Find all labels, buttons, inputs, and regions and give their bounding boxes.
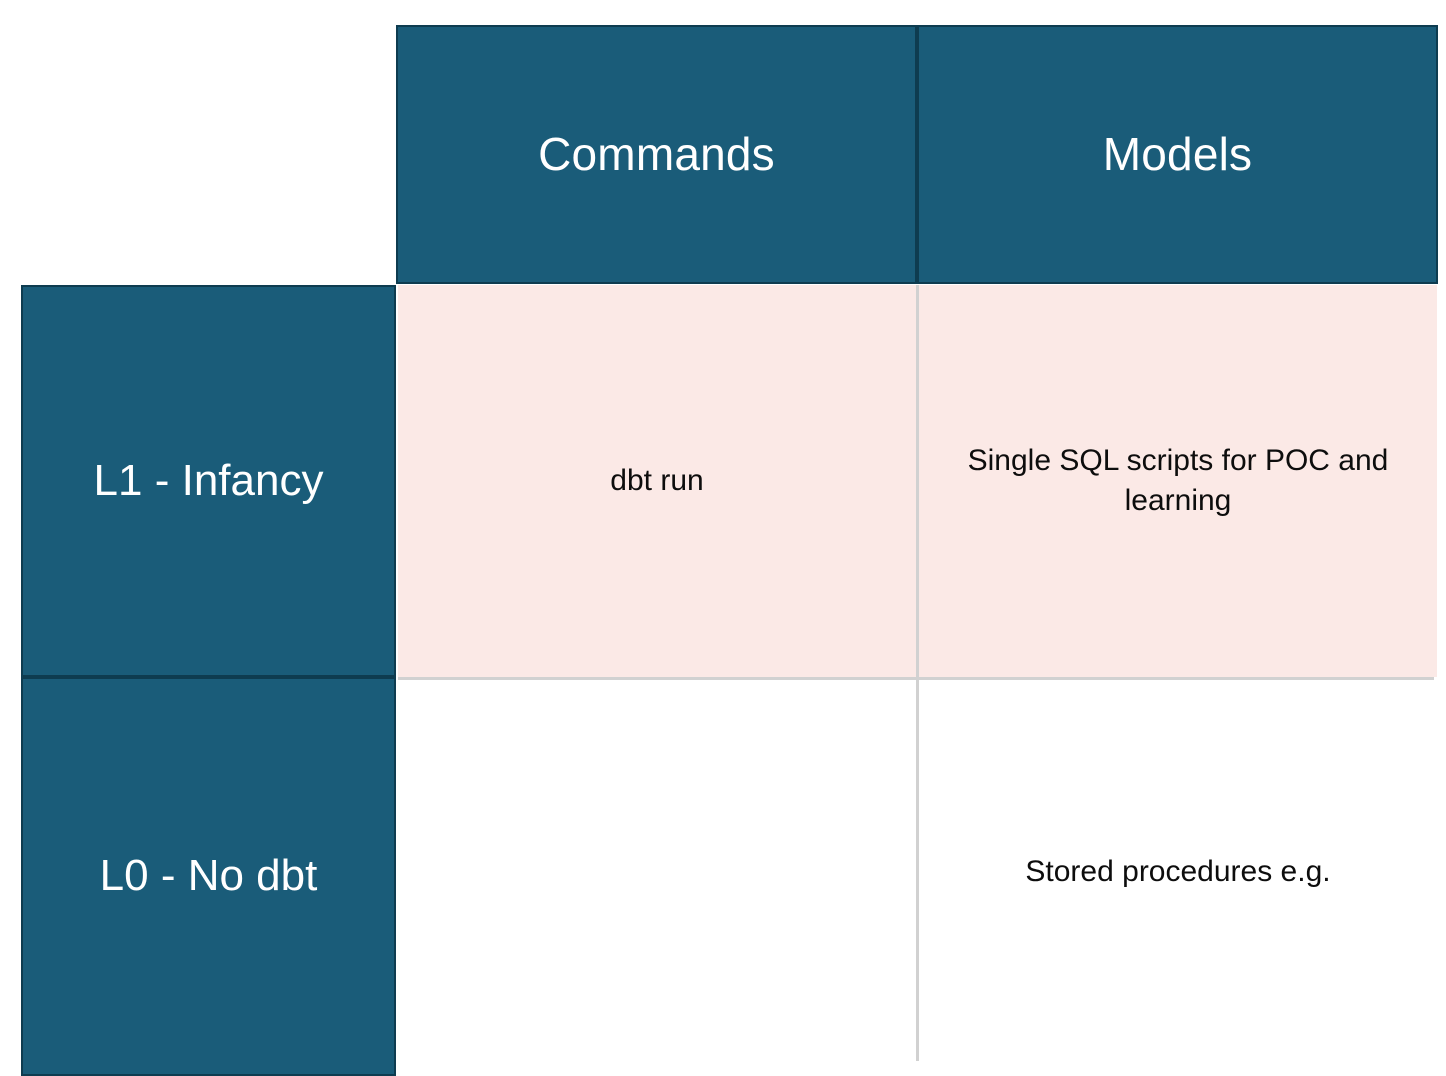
row-header-l1-label: L1 - Infancy — [93, 455, 324, 505]
cell-l1-commands-text: dbt run — [610, 463, 704, 497]
row-header-l1-infancy[interactable]: L1 - Infancy — [21, 285, 396, 677]
cell-l0-models[interactable]: Stored procedures e.g. — [919, 680, 1437, 1064]
cell-l1-commands[interactable]: dbt run — [398, 285, 916, 677]
cell-l1-models-text: Single SQL scripts for POC and learning — [967, 443, 1389, 518]
column-header-commands-label: Commands — [538, 128, 775, 181]
row-header-l0-label: L0 - No dbt — [99, 851, 318, 901]
column-header-row: Commands Models — [396, 25, 1438, 284]
column-header-models-label: Models — [1102, 128, 1253, 181]
column-header-commands[interactable]: Commands — [396, 25, 917, 284]
cell-l0-models-text: Stored procedures e.g. — [1025, 854, 1331, 888]
matrix-body: dbt run Single SQL scripts for POC and l… — [398, 285, 1437, 1064]
cell-l0-commands[interactable] — [398, 680, 916, 1064]
column-header-models[interactable]: Models — [917, 25, 1438, 284]
row-header-column: L1 - Infancy L0 - No dbt — [21, 285, 396, 1076]
row-header-l0-no-dbt[interactable]: L0 - No dbt — [21, 677, 396, 1076]
cell-l1-models[interactable]: Single SQL scripts for POC and learning — [919, 285, 1437, 677]
